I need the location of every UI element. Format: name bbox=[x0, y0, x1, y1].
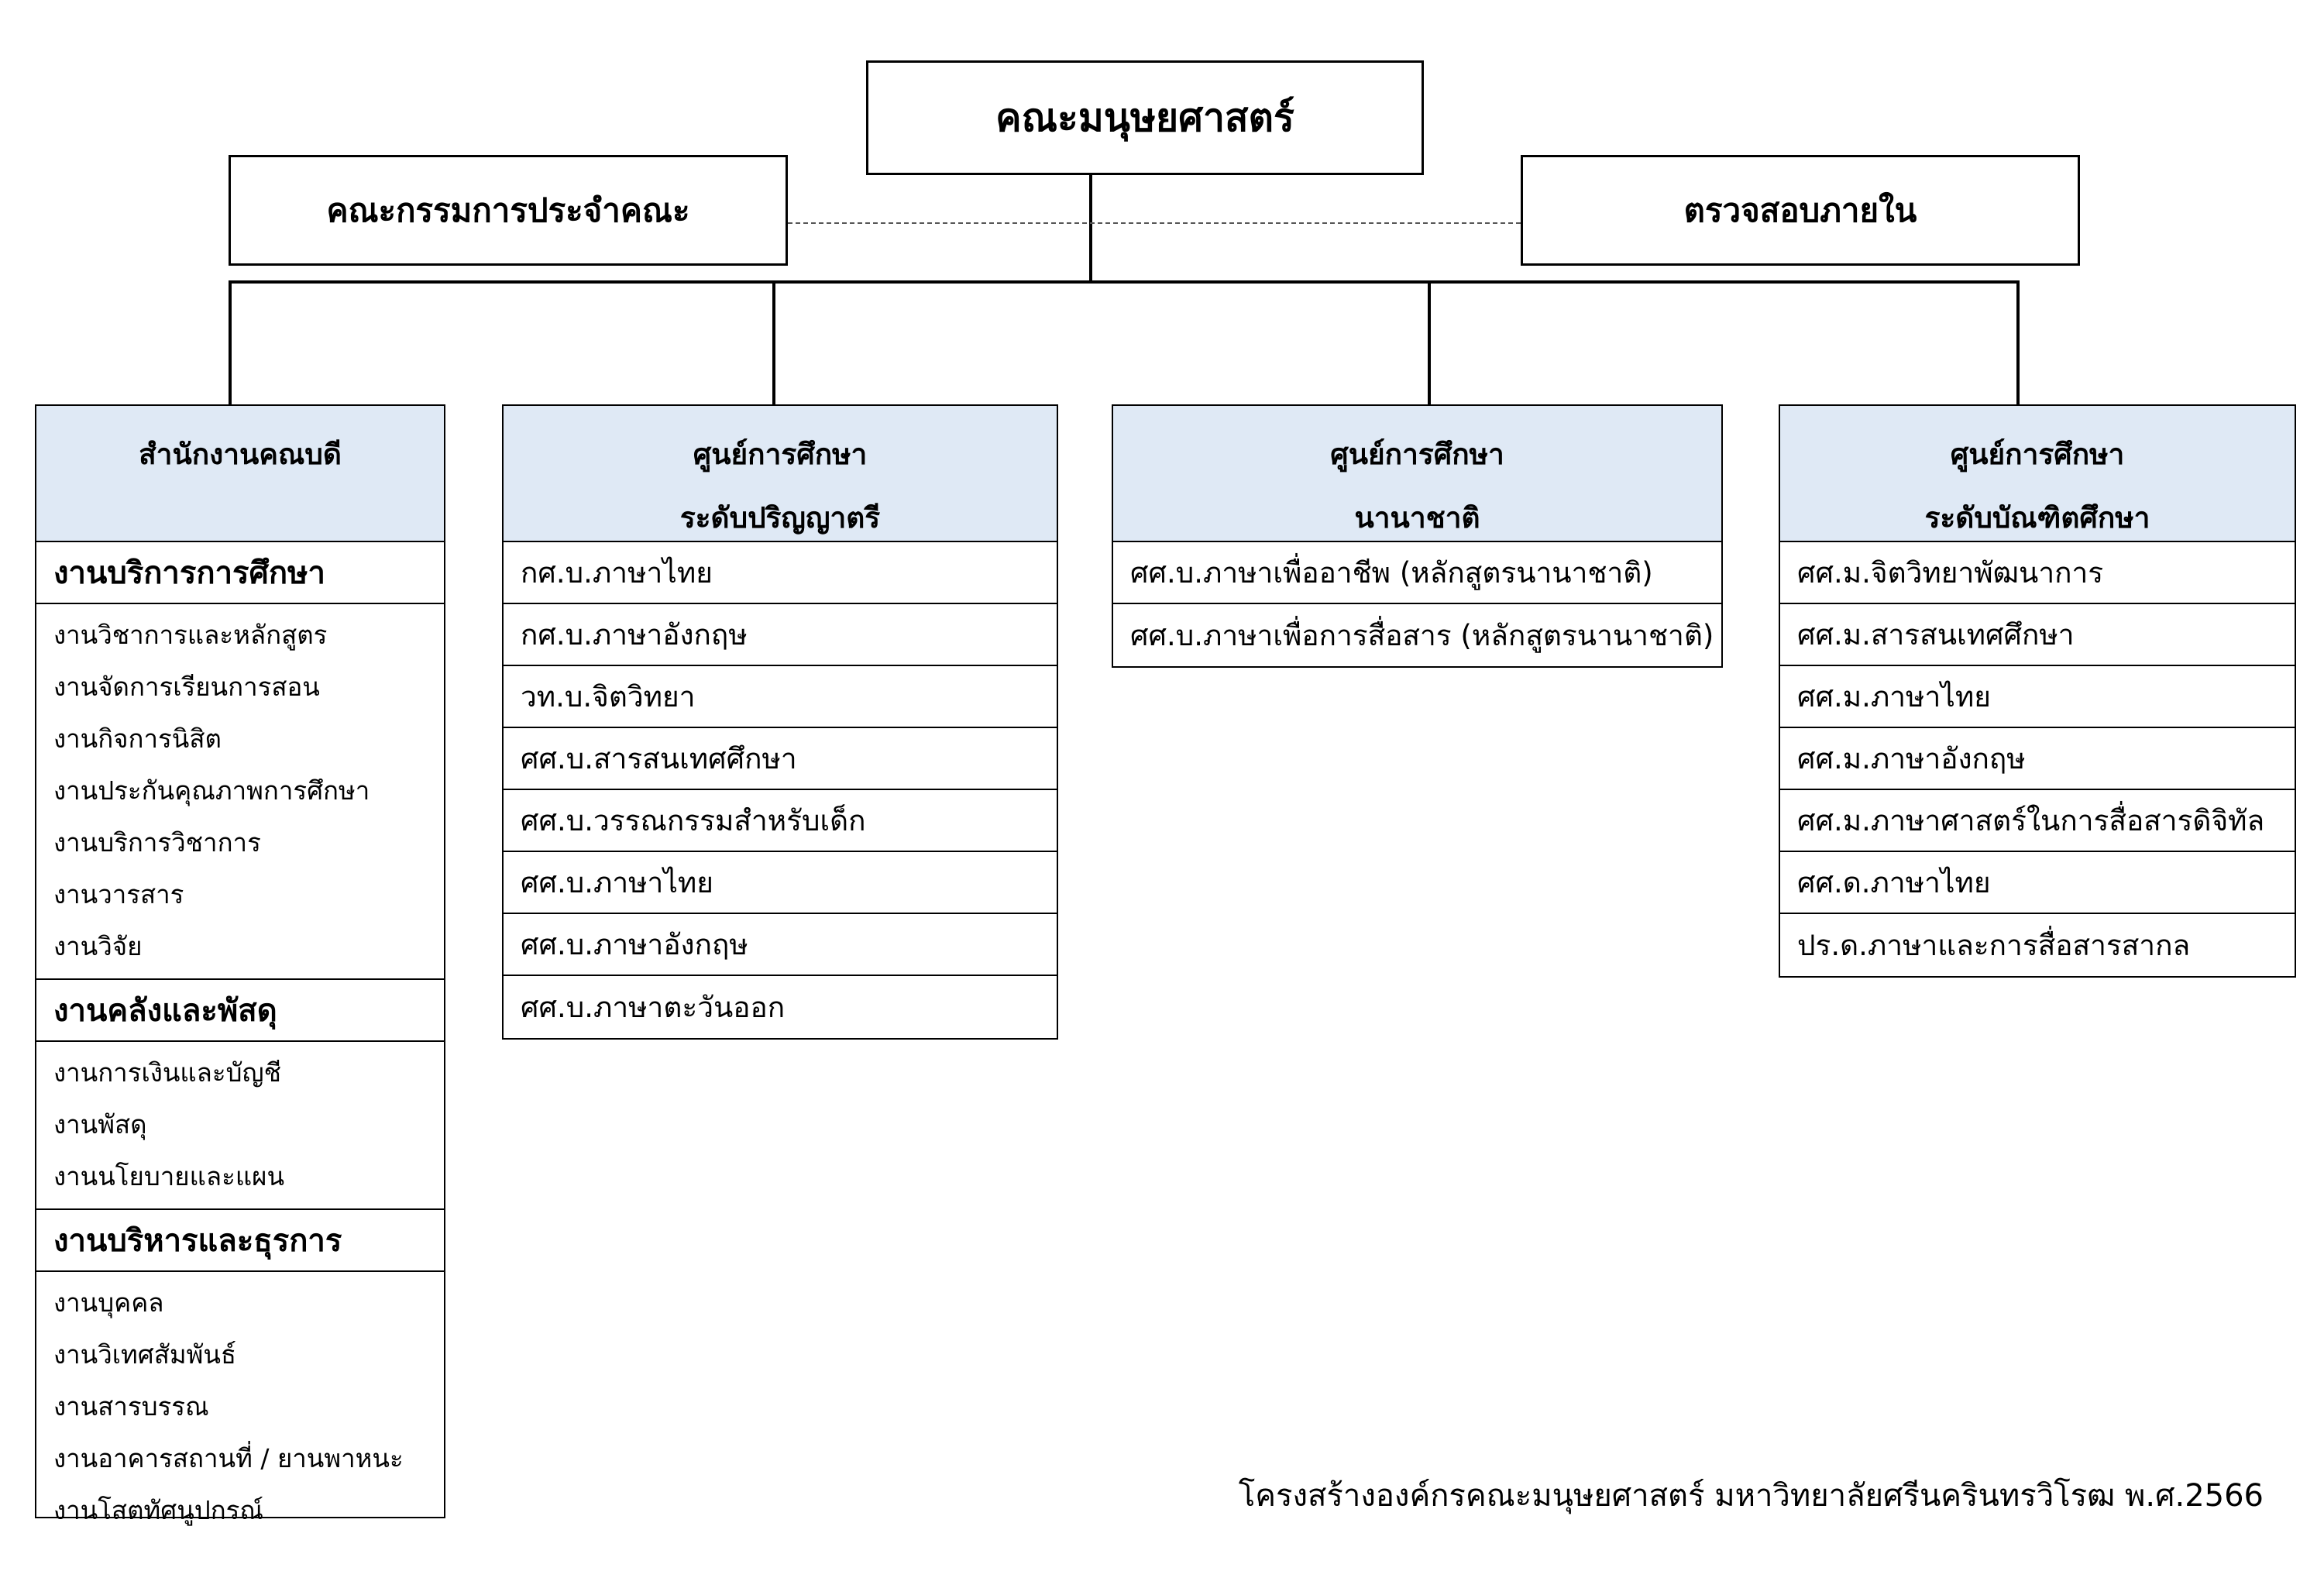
connector-drop-4 bbox=[2016, 280, 2020, 404]
faculty-node: คณะมนุษยศาสตร์ bbox=[866, 60, 1424, 175]
diagram-caption: โครงสร้างองค์กรคณะมนุษยศาสตร์ มหาวิทยาลั… bbox=[1238, 1478, 2264, 1514]
international-column: ศูนย์การศึกษา นานาชาติ ศศ.บ.ภาษาเพื่ออาช… bbox=[1112, 404, 1723, 668]
connector-top-stem bbox=[1089, 175, 1092, 282]
list-item: งานจัดการเรียนการสอน bbox=[53, 672, 320, 702]
list-item: ศศ.ม.ภาษาศาสตร์ในการสื่อสารดิจิทัล bbox=[1780, 790, 2295, 852]
section-items: งานบุคคล งานวิเทศสัมพันธ์ งานสารบรรณ งาน… bbox=[36, 1272, 444, 1542]
section-items: งานการเงินและบัญชี งานพัสดุ งานนโยบายและ… bbox=[36, 1042, 444, 1210]
section-title: งานบริหารและธุรการ bbox=[36, 1210, 444, 1272]
connector-horizontal-bus bbox=[229, 280, 2020, 284]
list-item: งานการเงินและบัญชี bbox=[53, 1057, 282, 1088]
list-item: กศ.บ.ภาษาอังกฤษ bbox=[504, 604, 1057, 666]
column-header: ศูนย์การศึกษา ระดับปริญญาตรี bbox=[504, 406, 1057, 542]
column-header: สำนักงานคณบดี bbox=[36, 406, 444, 542]
section-title: งานคลังและพัสดุ bbox=[36, 980, 444, 1042]
list-item: งานพัสดุ bbox=[53, 1109, 147, 1140]
column-header-line-2: นานาชาติ bbox=[1354, 501, 1480, 535]
faculty-title: คณะมนุษยศาสตร์ bbox=[995, 95, 1294, 140]
list-item: งานวิจัย bbox=[53, 931, 143, 961]
list-item: ศศ.บ.สารสนเทศศึกษา bbox=[504, 728, 1057, 790]
list-item: ศศ.ม.ภาษาไทย bbox=[1780, 666, 2295, 728]
list-item: วท.บ.จิตวิทยา bbox=[504, 666, 1057, 728]
list-item: กศ.บ.ภาษาไทย bbox=[504, 542, 1057, 604]
column-header-line-1: ศูนย์การศึกษา bbox=[693, 438, 868, 471]
list-item: ศศ.บ.ภาษาไทย bbox=[504, 852, 1057, 914]
section-title: งานบริการการศึกษา bbox=[36, 542, 444, 604]
list-item: งานวิชาการและหลักสูตร bbox=[53, 620, 328, 650]
list-item: งานบริการวิชาการ bbox=[53, 827, 261, 858]
committee-node: คณะกรรมการประจำคณะ bbox=[229, 155, 788, 266]
list-item: ศศ.ม.สารสนเทศศึกษา bbox=[1780, 604, 2295, 666]
list-item: งานวารสาร bbox=[53, 879, 184, 909]
audit-node: ตรวจสอบภายใน bbox=[1521, 155, 2080, 266]
committee-title: คณะกรรมการประจำคณะ bbox=[326, 191, 690, 229]
undergraduate-column: ศูนย์การศึกษา ระดับปริญญาตรี กศ.บ.ภาษาไท… bbox=[502, 404, 1058, 1040]
list-item: ศศ.บ.ภาษาเพื่ออาชีพ (หลักสูตรนานาชาติ) bbox=[1113, 542, 1721, 604]
column-header: ศูนย์การศึกษา นานาชาติ bbox=[1113, 406, 1721, 542]
list-item: ศศ.บ.วรรณกรรมสำหรับเด็ก bbox=[504, 790, 1057, 852]
list-item: ศศ.ม.จิตวิทยาพัฒนาการ bbox=[1780, 542, 2295, 604]
list-item: งานบุคคล bbox=[53, 1287, 164, 1318]
connector-drop-2 bbox=[772, 280, 775, 404]
list-item: งานนโยบายและแผน bbox=[53, 1161, 285, 1191]
list-item: ศศ.ม.ภาษาอังกฤษ bbox=[1780, 728, 2295, 790]
connector-drop-1 bbox=[229, 280, 232, 404]
list-item: ศศ.บ.ภาษาตะวันออก bbox=[521, 990, 786, 1024]
list-item: งานอาคารสถานที่ / ยานพาหนะ bbox=[53, 1443, 404, 1473]
list-item: งานกิจการนิสิต bbox=[53, 724, 222, 754]
dean-office-column: สำนักงานคณบดี งานบริการการศึกษา งานวิชาก… bbox=[35, 404, 445, 1525]
column-header: ศูนย์การศึกษา ระดับบัณฑิตศึกษา bbox=[1780, 406, 2295, 542]
list-item: งานวิเทศสัมพันธ์ bbox=[53, 1339, 237, 1370]
column-header-line-2: ระดับปริญญาตรี bbox=[679, 501, 881, 535]
audit-title: ตรวจสอบภายใน bbox=[1683, 191, 1917, 229]
list-item: งานโสตทัศนูปกรณ์ bbox=[53, 1495, 264, 1525]
column-header-line-1: สำนักงานคณบดี bbox=[139, 438, 342, 471]
list-item: งานประกันคุณภาพการศึกษา bbox=[53, 775, 370, 806]
list-item: ศศ.ด.ภาษาไทย bbox=[1780, 852, 2295, 914]
list-item: ศศ.บ.ภาษาเพื่อการสื่อสาร (หลักสูตรนานาชา… bbox=[1130, 618, 1714, 652]
list-item: งานสารบรรณ bbox=[53, 1391, 209, 1421]
connector-dashed-link bbox=[788, 222, 1521, 224]
list-item: ปร.ด.ภาษาและการสื่อสารสากล bbox=[1797, 928, 2191, 962]
list-item: ศศ.บ.ภาษาอังกฤษ bbox=[504, 914, 1057, 976]
section-items: งานวิชาการและหลักสูตร งานจัดการเรียนการส… bbox=[36, 604, 444, 980]
column-header-line-2: ระดับบัณฑิตศึกษา bbox=[1924, 501, 2150, 535]
column-header-line-1: ศูนย์การศึกษา bbox=[1330, 438, 1504, 471]
column-header-line-1: ศูนย์การศึกษา bbox=[1950, 438, 2125, 471]
graduate-column: ศูนย์การศึกษา ระดับบัณฑิตศึกษา ศศ.ม.จิตว… bbox=[1779, 404, 2296, 978]
connector-drop-3 bbox=[1428, 280, 1431, 404]
